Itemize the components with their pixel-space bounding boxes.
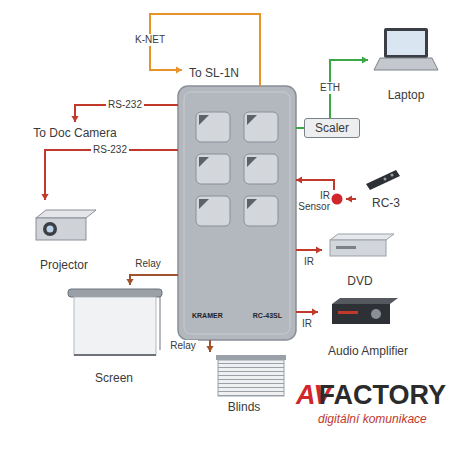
- device-name: DVD: [347, 274, 372, 288]
- ir-sensor-dot: [332, 194, 343, 205]
- device-name: RC-3: [372, 196, 400, 210]
- device-name: Scaler: [315, 121, 349, 135]
- arrow-head: [126, 279, 133, 285]
- signal-name: Relay: [133, 258, 163, 270]
- connector-line: [130, 275, 178, 285]
- signal-connector: [296, 308, 318, 315]
- arrow-head: [296, 176, 302, 183]
- brand-mark: KRAMER: [192, 312, 223, 320]
- signal-connector: [206, 340, 213, 352]
- remote-device: RC-3: [356, 168, 416, 210]
- arrow-head: [41, 194, 48, 200]
- projector-device: Projector: [28, 200, 100, 272]
- signal-connector: [346, 195, 356, 202]
- arrow-head: [316, 246, 322, 253]
- arrow-head: [176, 66, 182, 73]
- logo-tagline: digitální komunikace: [318, 412, 427, 426]
- signal-connector: [150, 14, 260, 86]
- signal-name: IR: [300, 318, 314, 330]
- destination-label: To Doc Camera: [22, 122, 128, 140]
- connector-line: [45, 150, 178, 200]
- model-name: RC-43SL: [253, 312, 282, 320]
- device-name: Audio Amplifier: [328, 344, 408, 358]
- screen-icon: [68, 289, 162, 355]
- laptop-icon: [374, 28, 438, 70]
- signal-name: Relay: [168, 340, 198, 352]
- remote-icon: [366, 170, 400, 190]
- screen-device: Screen: [62, 285, 166, 385]
- device-name: To SL-1N: [189, 66, 239, 80]
- signal-connector: [296, 176, 334, 190]
- logo-name: FACTORY: [318, 380, 446, 410]
- device-name: To Doc Camera: [33, 126, 116, 140]
- wall-panel: KRAMER RC-43SL: [178, 86, 296, 340]
- projector-icon: [36, 210, 96, 240]
- device-name: Screen: [95, 371, 133, 385]
- signal-connector: [41, 150, 178, 200]
- connector-line: [150, 14, 260, 86]
- signal-connector: [296, 246, 322, 253]
- scaler-box: Scaler: [304, 118, 360, 138]
- signal-name: RS-232: [91, 144, 129, 156]
- arrow-head: [71, 116, 78, 122]
- signal-name: K-NET: [133, 34, 167, 46]
- arrow-head: [312, 308, 318, 315]
- ir-sensor: IR Sensor: [282, 190, 346, 220]
- laptop-device: Laptop: [368, 24, 444, 102]
- signal-name: IR: [302, 256, 316, 268]
- destination-label: To SL-1N: [182, 62, 246, 80]
- signal-connector: [296, 128, 304, 129]
- device-name: Laptop: [388, 88, 425, 102]
- wall-panel: [178, 86, 296, 340]
- device-name: Blinds: [228, 400, 261, 414]
- arrow-head: [362, 56, 368, 63]
- signal-connector: [126, 275, 178, 285]
- connector-line: [296, 127, 304, 129]
- blinds-icon: [216, 355, 286, 396]
- arrow-head: [346, 195, 352, 202]
- amplifier-device: Audio Amplifier: [318, 296, 418, 358]
- blinds-device: Blinds: [196, 352, 292, 414]
- arrow-head: [206, 346, 213, 352]
- device-name: IR Sensor: [290, 190, 330, 212]
- dvd-device: DVD: [322, 228, 398, 288]
- device-name: Projector: [40, 258, 88, 272]
- signal-name: ETH: [318, 82, 342, 94]
- dvd-icon: [330, 234, 394, 256]
- signal-name: RS-232: [106, 99, 144, 111]
- amplifier-icon: [332, 298, 398, 324]
